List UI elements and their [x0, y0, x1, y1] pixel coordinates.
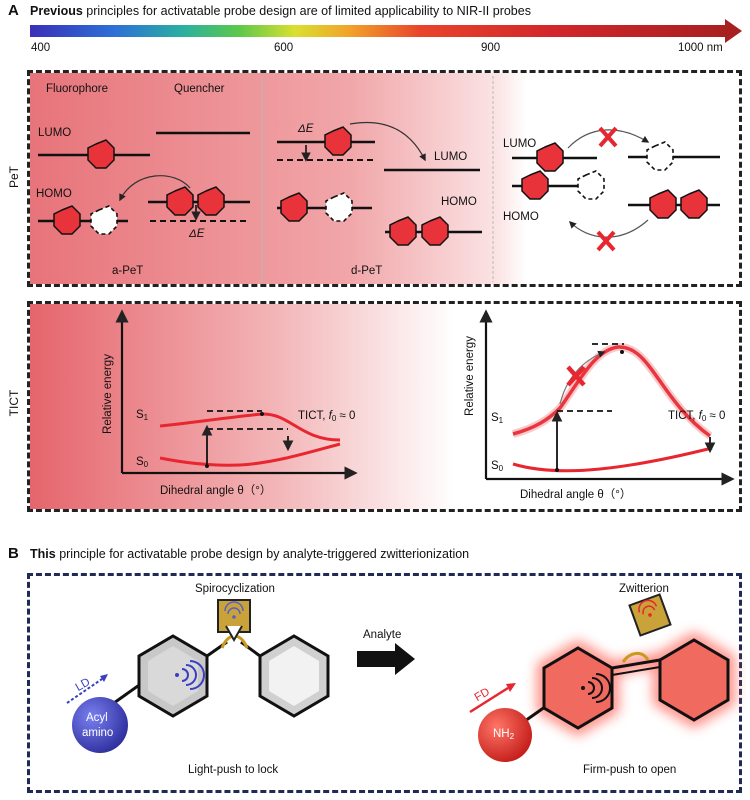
label-lumo-right: LUMO — [503, 138, 537, 150]
panel-a-heading-text: principles for activatable probe design … — [86, 4, 531, 18]
panel-b-heading: This principle for activatable probe des… — [30, 547, 469, 561]
label-analyte: Analyte — [363, 629, 402, 641]
f-sub-r: 0 — [701, 414, 707, 423]
label-quencher: Quencher — [174, 83, 225, 95]
panel-a-letter: A — [8, 2, 19, 19]
s1-sub-r: 1 — [498, 416, 504, 425]
nh-text: NH — [493, 728, 510, 740]
tict-prefix-r: TICT, — [668, 410, 699, 422]
f-symbol: f — [328, 410, 332, 422]
label-homo-a: HOMO — [36, 188, 72, 200]
tict-left-f0: TICT, f0 ≈ 0 — [298, 410, 356, 423]
label-amino: amino — [82, 727, 114, 739]
nh-sub: 2 — [509, 732, 515, 741]
s1-text-r: S — [491, 412, 499, 424]
tict-prefix: TICT, — [298, 410, 329, 422]
tict-suffix: ≈ 0 — [336, 410, 356, 422]
tict-left-xaxis: Dihedral angle θ（°） — [160, 485, 272, 497]
label-d-pet: d-PeT — [351, 265, 383, 277]
scale-label-900: 900 — [481, 42, 501, 54]
scale-label-400: 400 — [31, 42, 51, 54]
panel-b-heading-bold: This — [30, 547, 56, 561]
tict-suffix-r: ≈ 0 — [706, 410, 726, 422]
panel-a-heading-bold: Previous — [30, 4, 83, 18]
pet-box — [27, 70, 742, 287]
panel-b-heading-text: principle for activatable probe design b… — [59, 547, 470, 561]
f-sub: 0 — [331, 414, 337, 423]
label-lumo-a: LUMO — [38, 127, 72, 139]
s0-text-r: S — [491, 460, 499, 472]
tict-right-s1: S1 — [491, 412, 504, 425]
label-lumo-d: LUMO — [434, 151, 468, 163]
label-spirocyclization: Spirocyclization — [195, 583, 275, 595]
label-delta-e-a: ΔE — [189, 228, 205, 240]
label-homo-right: HOMO — [503, 211, 539, 223]
tict-left-s0: S0 — [136, 456, 149, 469]
tict-right-xaxis: Dihedral angle θ（°） — [520, 489, 632, 501]
label-delta-e-d: ΔE — [298, 123, 314, 135]
s1-sub: 1 — [143, 413, 149, 422]
panel-a-heading: Previous principles for activatable prob… — [30, 4, 531, 18]
panel-b-letter: B — [8, 545, 19, 562]
tict-box — [27, 301, 742, 512]
label-light-push: Light-push to lock — [188, 764, 279, 776]
s1-text: S — [136, 409, 144, 421]
label-homo-d: HOMO — [441, 196, 477, 208]
tict-left-s1: S1 — [136, 409, 149, 422]
tict-right-s0: S0 — [491, 460, 504, 473]
s0-sub: 0 — [143, 460, 149, 469]
f-symbol-r: f — [698, 410, 702, 422]
label-a-pet: a-PeT — [112, 265, 144, 277]
scale-label-1000nm: 1000 nm — [678, 42, 723, 54]
tict-right-f0: TICT, f0 ≈ 0 — [668, 410, 726, 423]
s0-sub-r: 0 — [498, 464, 504, 473]
label-firm-push: Firm-push to open — [583, 764, 677, 776]
label-nh2: NH2 — [493, 728, 515, 741]
s0-text: S — [136, 456, 144, 468]
panel-b-box — [27, 573, 742, 793]
scale-label-600: 600 — [274, 42, 294, 54]
label-zwitterion: Zwitterion — [619, 583, 669, 595]
label-acyl: Acyl — [86, 712, 108, 724]
label-fluorophore: Fluorophore — [46, 83, 109, 95]
